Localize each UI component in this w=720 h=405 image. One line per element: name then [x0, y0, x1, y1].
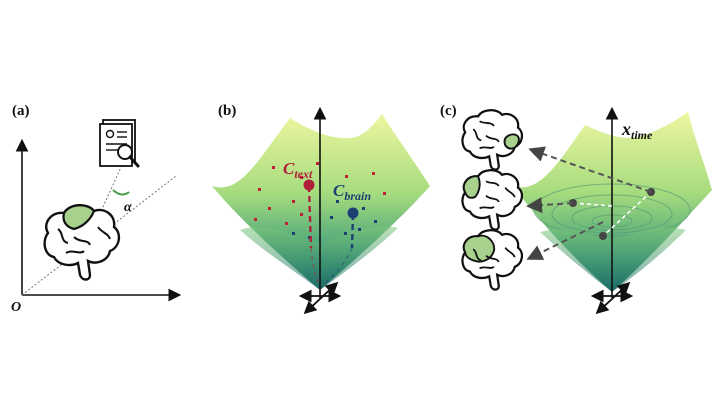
- loss-surface: [212, 114, 430, 290]
- brain-center-projection: [323, 247, 353, 285]
- time-point-3: [599, 232, 607, 240]
- panel-b: (b): [212, 103, 430, 315]
- arrow-to-brain-2: [526, 197, 574, 214]
- text-center-marker: [303, 179, 315, 191]
- panel-c: (c) xtime: [440, 103, 712, 315]
- text-points: [254, 162, 386, 225]
- panel-c-label: (c): [440, 103, 457, 119]
- brain-icon-time-3: [461, 229, 524, 291]
- base-axes-icon: [298, 281, 342, 315]
- text-center-label: Ctext: [283, 159, 313, 181]
- angle-label: α: [124, 200, 132, 215]
- panel-b-label: (b): [218, 103, 236, 119]
- arrow-to-brain-1: [528, 146, 652, 193]
- text-center-pin: [307, 185, 313, 249]
- arrow-to-brain-3: [526, 221, 604, 260]
- surface-basin: [240, 226, 398, 290]
- surface-basin-c: [540, 228, 686, 292]
- brain-icon-time-1: [461, 109, 524, 171]
- brain-center-label: Cbrain: [333, 181, 371, 203]
- brain-center-marker: [347, 207, 359, 219]
- brain-icon: [43, 204, 121, 281]
- brain-center-pin: [350, 213, 355, 249]
- base-axes-icon-c: [590, 281, 634, 315]
- document-search-icon: [99, 119, 140, 168]
- panel-a: (a) O α: [11, 103, 182, 315]
- angle-arc: [112, 189, 130, 196]
- text-center-projection: [310, 247, 319, 283]
- brain-icon-time-2: [461, 169, 524, 231]
- origin-label: O: [11, 300, 21, 315]
- time-axis-label: xtime: [621, 119, 653, 142]
- panel-a-label: (a): [12, 103, 30, 119]
